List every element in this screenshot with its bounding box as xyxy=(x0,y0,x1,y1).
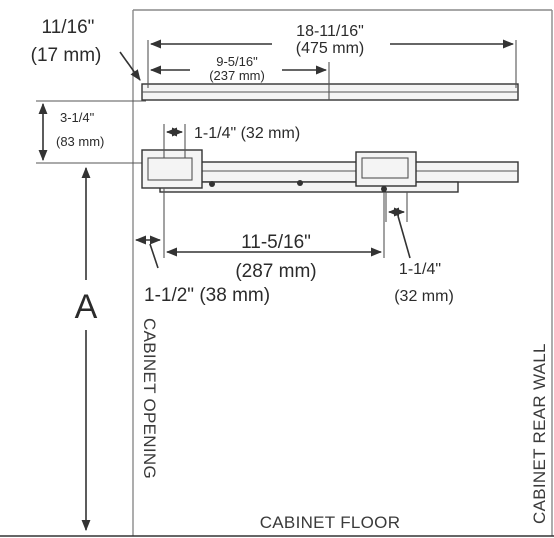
leader-line xyxy=(149,243,159,269)
span-dimension: 11-5/16" (287 mm) xyxy=(163,188,385,282)
dimension-label: (17 mm) xyxy=(31,45,102,66)
leader-line xyxy=(397,215,411,259)
dimension-label: (287 mm) xyxy=(235,261,316,282)
cabinet-opening-label: CABINET OPENING xyxy=(140,318,159,479)
dimension-label: 9-5/16" xyxy=(216,54,258,69)
dimension-label: 11/16" xyxy=(42,17,95,38)
dimension-label: 3-1/4" xyxy=(60,110,95,125)
leader-arrow xyxy=(119,51,141,81)
dimension-label: (237 mm) xyxy=(209,68,265,83)
a-dimension-label: A xyxy=(75,288,98,326)
mid-length-dimension: 9-5/16" (237 mm) xyxy=(149,54,330,100)
mounting-screw xyxy=(381,186,387,192)
dimension-label: (83 mm) xyxy=(56,134,104,149)
top-offset-dimension: 11/16" (17 mm) xyxy=(31,17,141,81)
top-mounting-bar xyxy=(141,83,519,101)
rear-inset-dimension: 1-1/4" (32 mm) xyxy=(385,192,454,305)
height-dimension: 3-1/4" (83 mm) xyxy=(36,100,146,164)
drawer-slide xyxy=(141,149,519,193)
dimension-label: 1-1/2" (38 mm) xyxy=(144,285,270,306)
front-inset-dimension: 1-1/4" (32 mm) xyxy=(163,124,300,158)
mounting-screw xyxy=(297,180,303,186)
overall-length-dimension: 18-11/16" (475 mm) xyxy=(147,23,517,88)
mounting-screw xyxy=(209,181,215,187)
dimension-label: 1-1/4" (32 mm) xyxy=(194,125,300,142)
cabinet-floor-label: CABINET FLOOR xyxy=(260,513,401,532)
dimension-label: 18-11/16" xyxy=(296,23,364,40)
label-backdrop xyxy=(66,280,106,330)
dimension-label: 1-1/4" xyxy=(399,261,441,278)
opening-setback-dimension: 1-1/2" (38 mm) xyxy=(134,235,270,306)
dimension-label: (475 mm) xyxy=(296,40,364,57)
cabinet-outline xyxy=(0,9,554,537)
cabinet-rear-wall-label: CABINET REAR WALL xyxy=(530,343,549,524)
front-bracket xyxy=(141,149,203,189)
rear-bracket xyxy=(355,151,417,187)
front-bracket-detail xyxy=(147,157,193,181)
a-dimension: A xyxy=(66,166,106,532)
rear-bracket-detail xyxy=(361,157,409,179)
dimension-label: 11-5/16" xyxy=(241,232,311,253)
dimension-label: (32 mm) xyxy=(394,288,454,305)
